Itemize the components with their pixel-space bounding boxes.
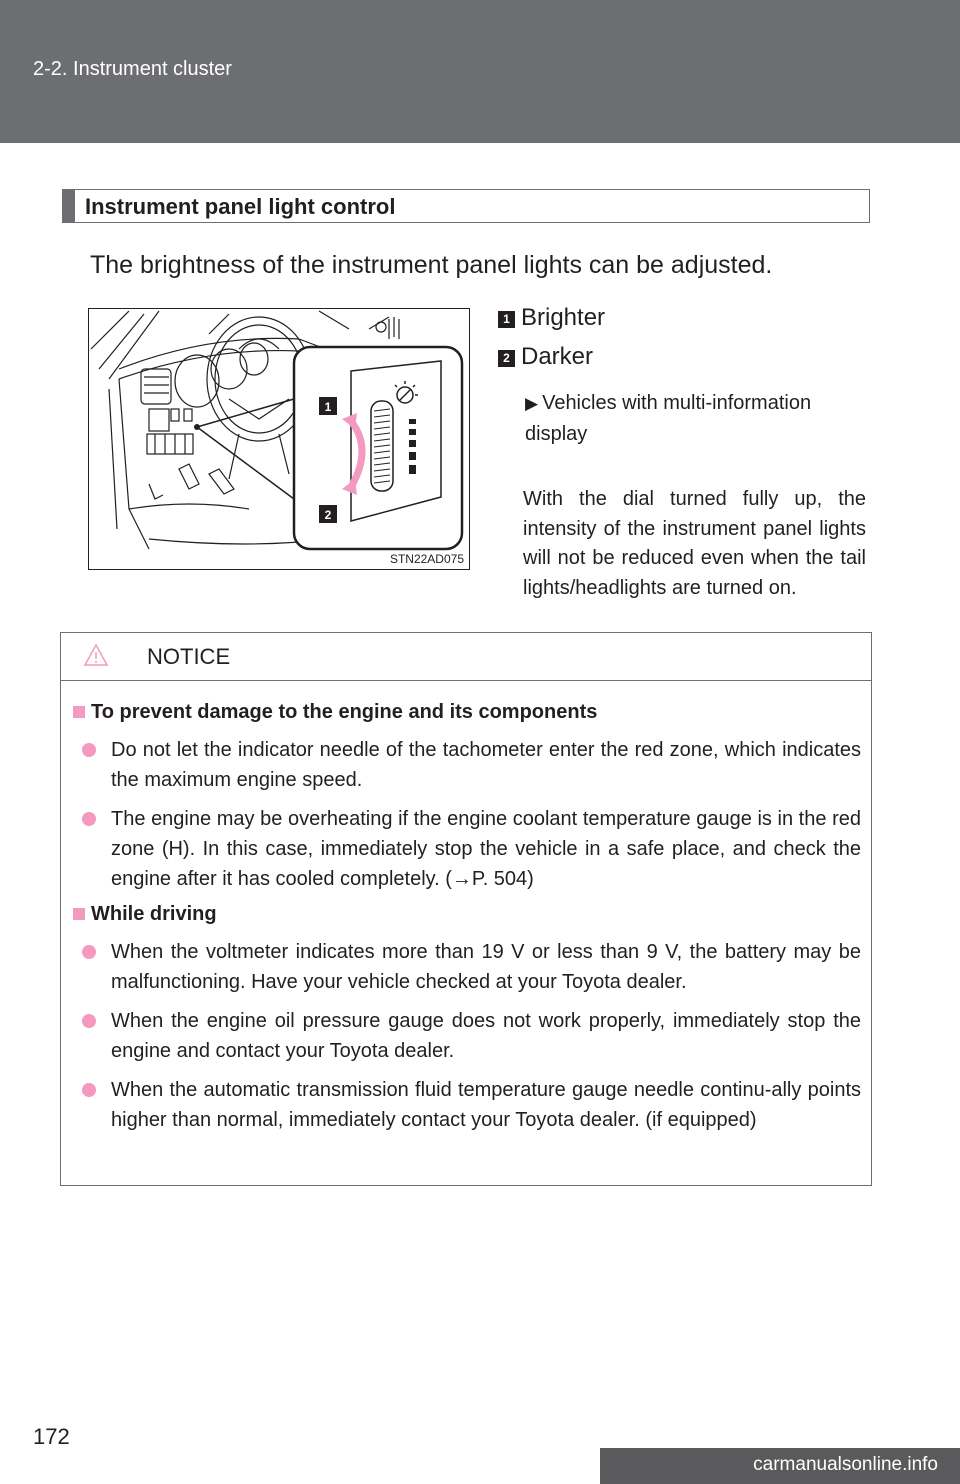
circle-bullet-icon bbox=[82, 812, 96, 826]
section-breadcrumb: 2-2. Instrument cluster bbox=[33, 58, 232, 80]
dashboard-drawing: 1 2 bbox=[90, 310, 464, 551]
notice-label: NOTICE bbox=[147, 644, 231, 669]
page-number: 172 bbox=[33, 1424, 70, 1449]
section-title: Instrument panel light control bbox=[85, 194, 396, 219]
legend-number: 2 bbox=[498, 350, 515, 367]
notice-bullet: When the engine oil pressure gauge does … bbox=[82, 1006, 861, 1066]
notice-header: NOTICE bbox=[61, 633, 871, 681]
watermark-text: carmanualsonline.info bbox=[753, 1454, 938, 1475]
section-title-bar: Instrument panel light control bbox=[62, 189, 870, 223]
callout-2-label: 2 bbox=[325, 508, 332, 522]
bullet-text: The engine may be overheating if the eng… bbox=[111, 808, 861, 890]
square-bullet-icon bbox=[73, 908, 85, 920]
legend-item-darker: 2 Darker bbox=[498, 343, 593, 371]
notice-box: NOTICE To prevent damage to the engine a… bbox=[60, 632, 872, 1186]
circle-bullet-icon bbox=[82, 1014, 96, 1028]
triangle-right-icon: ▶ bbox=[525, 394, 539, 413]
heading-text: While driving bbox=[91, 903, 217, 925]
legend-label: Darker bbox=[521, 343, 594, 370]
callout-2-box bbox=[319, 505, 337, 523]
dial-description: With the dial turned fully up, the inten… bbox=[523, 488, 866, 599]
bullet-text: Do not let the indicator needle of the t… bbox=[111, 739, 861, 791]
vehicle-note-text: Vehicles with multi-information display bbox=[525, 392, 812, 445]
section-tab-marker bbox=[63, 190, 75, 222]
intro-text: The brightness of the instrument panel l… bbox=[90, 251, 773, 279]
page-header: 2-2. Instrument cluster bbox=[0, 0, 960, 143]
bullet-text: When the voltmeter indicates more than 1… bbox=[111, 941, 861, 993]
dashboard-illustration: 1 2 STN22AD075 bbox=[88, 308, 470, 570]
notice-heading-driving: While driving bbox=[73, 903, 217, 926]
warning-triangle-icon bbox=[83, 643, 109, 666]
legend-item-brighter: 1 Brighter bbox=[498, 304, 605, 332]
notice-bullet: When the voltmeter indicates more than 1… bbox=[82, 937, 861, 997]
legend-label: Brighter bbox=[521, 304, 606, 331]
legend-number: 1 bbox=[498, 311, 515, 328]
circle-bullet-icon bbox=[82, 1083, 96, 1097]
figure-code: STN22AD075 bbox=[389, 552, 464, 566]
notice-bullet: When the automatic transmission fluid te… bbox=[82, 1075, 861, 1135]
circle-bullet-icon bbox=[82, 743, 96, 757]
notice-heading-engine: To prevent damage to the engine and its … bbox=[73, 701, 597, 724]
circle-bullet-icon bbox=[82, 945, 96, 959]
heading-text: To prevent damage to the engine and its … bbox=[91, 701, 598, 723]
bullet-text: When the automatic transmission fluid te… bbox=[111, 1079, 861, 1131]
watermark: carmanualsonline.info bbox=[600, 1448, 960, 1484]
notice-bullet: Do not let the indicator needle of the t… bbox=[82, 735, 861, 795]
vehicle-note: ▶Vehicles with multi-information display bbox=[525, 388, 870, 449]
callout-1-label: 1 bbox=[325, 400, 332, 414]
callout-1-box bbox=[319, 397, 337, 415]
square-bullet-icon bbox=[73, 706, 85, 718]
bullet-text: When the engine oil pressure gauge does … bbox=[111, 1010, 861, 1062]
notice-bullet: The engine may be overheating if the eng… bbox=[82, 804, 861, 894]
